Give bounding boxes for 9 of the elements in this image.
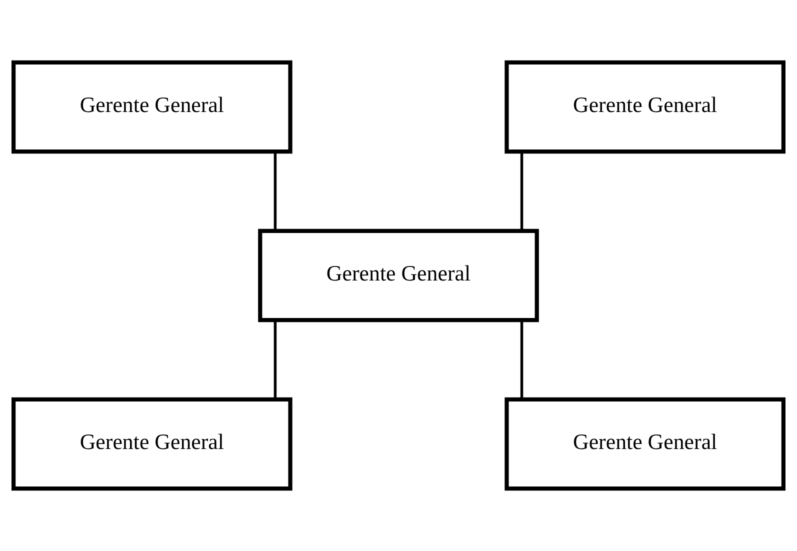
node-box: Gerente General xyxy=(258,228,539,322)
node-box: Gerente General xyxy=(504,60,786,154)
connector xyxy=(520,320,524,400)
node-box: Gerente General xyxy=(504,397,786,491)
connector xyxy=(274,320,277,400)
connector xyxy=(274,152,277,231)
connector xyxy=(520,152,524,231)
node-box: Gerente General xyxy=(12,60,292,154)
node-box: Gerente General xyxy=(12,397,292,491)
